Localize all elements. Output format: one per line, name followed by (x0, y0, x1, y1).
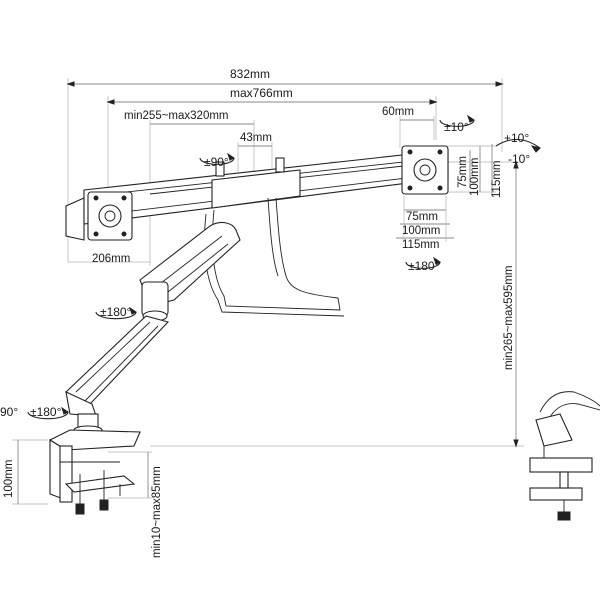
desk-clamp-right (529, 391, 600, 521)
label-tilt-top: ±10° (444, 120, 469, 134)
label-desk-range: min10~max85mm (151, 466, 163, 558)
label-rot-180-mid: ±180° (100, 305, 132, 319)
label-reach-206: 206mm (92, 253, 130, 265)
label-rot-90-base: 90° (0, 405, 18, 419)
rotation-arrow-icon (27, 114, 541, 420)
dimension-lines (12, 78, 524, 505)
vesa-plate-left (87, 191, 133, 241)
label-rot-90-top: ±90° (204, 155, 229, 169)
label-vesa-w-75: 75mm (406, 211, 438, 223)
label-rot-180-base: ±180° (30, 405, 62, 419)
label-vesa-h-100: 100mm (469, 158, 481, 196)
label-tilt-up: +10° (504, 131, 529, 145)
crossbar (65, 149, 449, 241)
label-clamp-height: 100mm (3, 460, 15, 498)
label-rot-180-head: ±180° (408, 259, 440, 273)
label-width-max: max766mm (230, 86, 293, 100)
label-arm-range: min255~max320mm (124, 110, 229, 122)
label-vesa-h-75: 75mm (457, 156, 469, 188)
desk-clamp-left (48, 429, 141, 515)
label-vesa-offset: 60mm (382, 106, 414, 118)
label-vesa-w-115: 115mm (402, 239, 440, 251)
label-vesa-h-115: 115mm (491, 161, 503, 199)
gas-spring-arm (65, 221, 241, 435)
label-width-total: 832mm (230, 67, 270, 81)
dimension-labels: 832mm max766mm min255~max320mm 43mm 60mm… (0, 67, 530, 558)
carry-handle (204, 197, 345, 317)
vesa-plate-right (401, 145, 449, 195)
label-tilt-down: -10° (508, 152, 530, 166)
label-height-range: min265~max595mm (503, 265, 515, 370)
label-center-block: 43mm (240, 132, 272, 144)
label-vesa-w-100: 100mm (402, 225, 440, 237)
